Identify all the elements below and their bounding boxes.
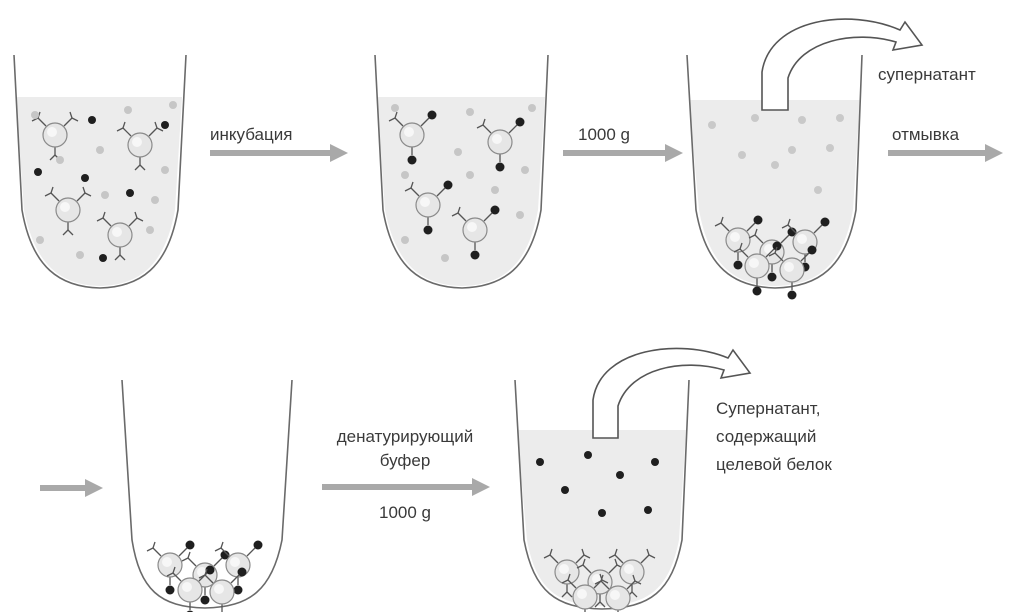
- label-denaturing-line1: денатурирующий: [337, 427, 474, 446]
- label-spin-1: 1000 g: [578, 125, 630, 144]
- label-supernatant-2-line1: Супернатант,: [716, 399, 820, 418]
- tube-1-initial-mixture: [14, 55, 186, 288]
- label-supernatant-2-line3: целевой белок: [716, 455, 832, 474]
- label-incubation: инкубация: [210, 125, 292, 144]
- tube-1-liquid: [16, 97, 182, 286]
- arrow-continuation: [40, 479, 103, 497]
- label-supernatant-2-line2: содержащий: [716, 427, 816, 446]
- tube-4-washed-pellet: [122, 380, 292, 612]
- arrow-wash: отмывка: [888, 125, 1003, 162]
- label-supernatant-1: супернатант: [878, 65, 976, 84]
- bead-pellet: [147, 541, 263, 612]
- arrow-denaturing-buffer: денатурирующий буфер 1000 g: [322, 427, 490, 522]
- curved-arrow-supernatant-1: супернатант: [762, 19, 976, 110]
- tube-2-after-incubation: [375, 55, 548, 288]
- label-wash: отмывка: [892, 125, 960, 144]
- label-spin-2: 1000 g: [379, 503, 431, 522]
- arrow-incubation: инкубация: [210, 125, 348, 162]
- arrow-centrifuge-1: 1000 g: [563, 125, 683, 162]
- label-denaturing-line2: буфер: [380, 451, 431, 470]
